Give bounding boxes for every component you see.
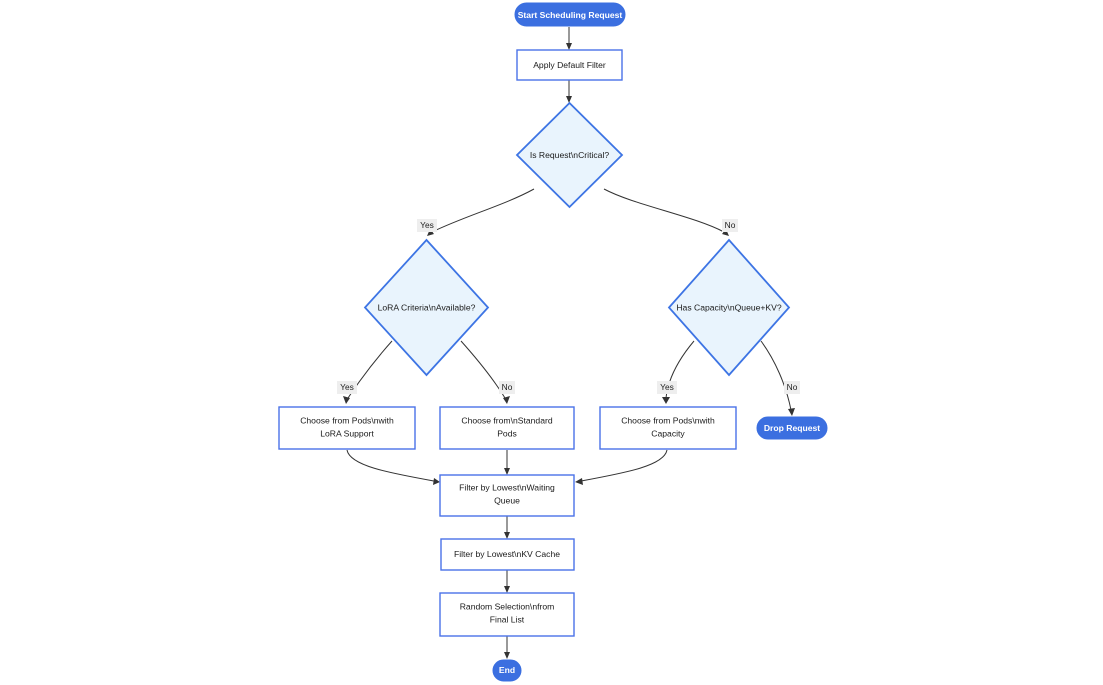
edge-label-critical-yes: Yes — [417, 219, 437, 232]
edge-critical-no-to-has-capacity — [603, 188, 729, 236]
edge-label-critical-yes-text: Yes — [420, 220, 434, 230]
edge-label-capacity-yes: Yes — [657, 381, 677, 394]
node-apply-default-filter-label: Apply Default Filter — [533, 60, 606, 70]
node-choose-capacity-pods[interactable]: Choose from Pods\nwith Capacity — [599, 406, 737, 450]
node-start-label: Start Scheduling Request — [518, 10, 623, 20]
node-filter-waiting-queue-label-line2: Queue — [494, 495, 520, 505]
edge-label-capacity-yes-text: Yes — [660, 382, 674, 392]
edge-capacity-yes-to-choose-capacity-pods — [662, 340, 695, 404]
edge-lora-yes-to-choose-lora-pods — [343, 340, 393, 404]
edge-capacity-no-to-drop-request — [760, 340, 795, 416]
edge-label-critical-yes-bg — [417, 219, 437, 232]
node-choose-capacity-pods-label-line2: Capacity — [651, 428, 685, 438]
edge-label-critical-no-text: No — [725, 220, 736, 230]
edge-critical-yes-to-lora-criteria — [427, 188, 535, 236]
edge-choose-capacity-pods-to-filter-waiting-queue — [575, 449, 668, 485]
node-drop-request[interactable]: Drop Request — [756, 416, 828, 440]
node-choose-standard-pods[interactable]: Choose from\nStandard Pods — [439, 406, 575, 450]
node-has-capacity[interactable]: Has Capacity\nQueue+KV? — [667, 238, 791, 377]
edge-choose-standard-pods-to-filter-waiting-queue — [504, 450, 510, 475]
node-apply-default-filter-shape[interactable] — [516, 49, 623, 81]
edge-label-lora-yes-text: Yes — [340, 382, 354, 392]
node-choose-lora-pods-label-line2: LoRA Support — [320, 428, 374, 438]
node-drop-request-shape[interactable] — [756, 416, 828, 440]
node-start-shape[interactable] — [514, 2, 626, 27]
node-choose-lora-pods-label-line1: Choose from Pods\nwith — [300, 415, 394, 425]
node-is-request-critical[interactable]: Is Request\nCritical? — [515, 101, 624, 209]
node-has-capacity-shape[interactable] — [667, 238, 791, 377]
node-random-selection-label-line1: Random Selection\nfrom — [460, 601, 555, 611]
edge-random-selection-to-end — [504, 636, 510, 659]
edge-layer — [343, 27, 795, 659]
node-lora-criteria-available[interactable]: LoRA Criteria\nAvailable? — [363, 238, 490, 377]
edge-start-to-apply-default-filter — [566, 27, 572, 50]
edge-label-capacity-no: No — [784, 381, 800, 394]
node-choose-capacity-pods-shape[interactable] — [599, 406, 737, 450]
node-choose-standard-pods-label-line2: Pods — [497, 428, 517, 438]
edge-label-capacity-no-text: No — [787, 382, 798, 392]
edge-filter-kv-cache-to-random-selection — [504, 570, 510, 593]
node-filter-kv-cache-shape[interactable] — [440, 538, 575, 571]
edge-label-lora-no: No — [499, 381, 515, 394]
edge-choose-lora-pods-to-filter-waiting-queue — [346, 449, 440, 485]
node-choose-standard-pods-shape[interactable] — [439, 406, 575, 450]
node-end-label: End — [499, 665, 515, 675]
node-end-shape[interactable] — [492, 659, 522, 682]
node-random-selection-shape[interactable] — [439, 592, 575, 637]
node-choose-lora-pods[interactable]: Choose from Pods\nwith LoRA Support — [278, 406, 416, 450]
edge-label-layer: Yes No Yes No Yes No — [337, 219, 800, 394]
node-filter-kv-cache[interactable]: Filter by Lowest\nKV Cache — [440, 538, 575, 571]
edge-apply-default-filter-to-is-request-critical — [566, 80, 572, 103]
node-random-selection[interactable]: Random Selection\nfrom Final List — [439, 592, 575, 637]
node-filter-kv-cache-label: Filter by Lowest\nKV Cache — [454, 549, 560, 559]
node-choose-standard-pods-label-line1: Choose from\nStandard — [461, 415, 552, 425]
edge-label-critical-no: No — [722, 219, 738, 232]
edge-filter-waiting-queue-to-filter-kv-cache — [504, 516, 510, 539]
node-has-capacity-label: Has Capacity\nQueue+KV? — [676, 302, 782, 312]
edge-lora-no-to-choose-standard-pods — [460, 340, 510, 404]
node-end[interactable]: End — [492, 659, 522, 682]
node-is-request-critical-label: Is Request\nCritical? — [530, 150, 610, 160]
edge-label-critical-no-bg — [722, 219, 738, 232]
node-is-request-critical-shape[interactable] — [515, 101, 624, 209]
node-lora-criteria-available-label: LoRA Criteria\nAvailable? — [378, 302, 476, 312]
node-lora-criteria-available-shape[interactable] — [363, 238, 490, 377]
edge-label-capacity-yes-bg — [657, 381, 677, 394]
node-filter-waiting-queue-label-line1: Filter by Lowest\nWaiting — [459, 482, 555, 492]
node-drop-request-label: Drop Request — [764, 423, 820, 433]
edge-label-capacity-no-bg — [784, 381, 800, 394]
edge-label-lora-no-bg — [499, 381, 515, 394]
node-random-selection-label-line2: Final List — [490, 614, 525, 624]
node-apply-default-filter[interactable]: Apply Default Filter — [516, 49, 623, 81]
node-filter-waiting-queue[interactable]: Filter by Lowest\nWaiting Queue — [439, 474, 575, 517]
node-filter-waiting-queue-shape[interactable] — [439, 474, 575, 517]
edge-label-lora-yes: Yes — [337, 381, 357, 394]
edge-label-lora-yes-bg — [337, 381, 357, 394]
node-choose-lora-pods-shape[interactable] — [278, 406, 416, 450]
node-choose-capacity-pods-label-line1: Choose from Pods\nwith — [621, 415, 715, 425]
edge-label-lora-no-text: No — [502, 382, 513, 392]
node-start[interactable]: Start Scheduling Request — [514, 2, 626, 27]
